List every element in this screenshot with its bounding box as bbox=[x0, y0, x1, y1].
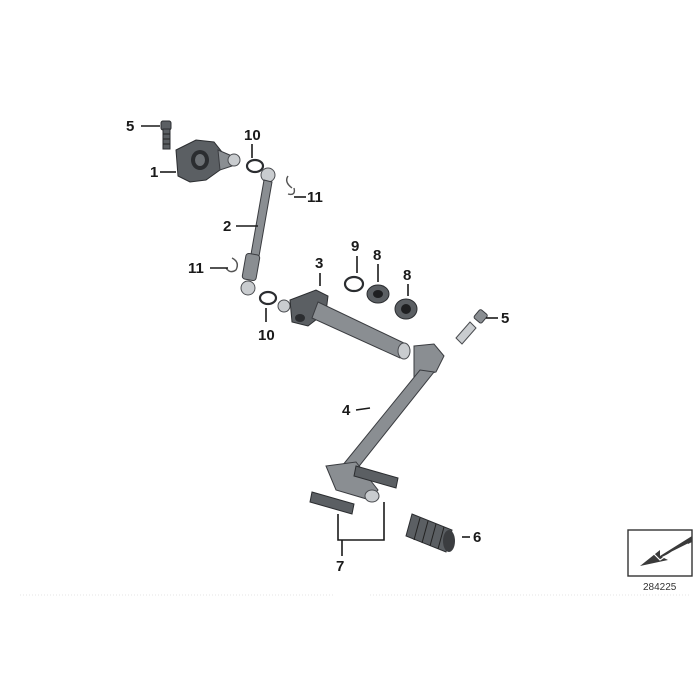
shaft-seal-1[interactable] bbox=[366, 284, 390, 304]
callout-10-bottom: 10 bbox=[258, 327, 275, 344]
callout-8-right: 8 bbox=[403, 267, 411, 284]
spring-clip-top[interactable] bbox=[285, 175, 296, 196]
rubber-strip-upper[interactable] bbox=[353, 465, 399, 489]
o-ring-shaft[interactable] bbox=[343, 275, 365, 293]
leader-4 bbox=[355, 407, 371, 411]
callout-8-left: 8 bbox=[373, 247, 381, 264]
callout-11-bottom: 11 bbox=[188, 260, 204, 277]
o-ring-bottom[interactable] bbox=[258, 290, 278, 306]
callout-9: 9 bbox=[351, 238, 359, 255]
orientation-badge bbox=[627, 529, 693, 577]
shift-rod[interactable] bbox=[240, 167, 276, 296]
rubber-strip-lower[interactable] bbox=[309, 491, 355, 515]
spring-clip-bottom[interactable] bbox=[225, 257, 239, 273]
foot-peg-rubber[interactable] bbox=[405, 513, 455, 553]
callout-10-top: 10 bbox=[244, 127, 261, 144]
bolt-right[interactable] bbox=[455, 309, 488, 345]
callout-1: 1 bbox=[150, 164, 158, 181]
callout-11-top: 11 bbox=[307, 189, 323, 206]
bolt-top-left[interactable] bbox=[160, 120, 172, 150]
callout-4: 4 bbox=[342, 402, 351, 419]
shift-pedal-lever[interactable] bbox=[325, 343, 445, 503]
reference-number: 284225 bbox=[643, 582, 677, 593]
o-ring-top[interactable] bbox=[245, 158, 265, 174]
callout-3: 3 bbox=[315, 255, 323, 272]
shift-lever-bracket[interactable] bbox=[175, 139, 241, 183]
callout-5-right: 5 bbox=[501, 310, 509, 327]
arrow-pointing-bottom-left-icon bbox=[635, 536, 692, 569]
shift-shaft-lever[interactable] bbox=[277, 289, 411, 360]
callout-2: 2 bbox=[223, 218, 231, 235]
callout-7: 7 bbox=[336, 558, 344, 575]
callout-6: 6 bbox=[473, 529, 481, 546]
leader-7 bbox=[337, 502, 385, 541]
callout-5-top: 5 bbox=[126, 118, 134, 135]
shaft-seal-2[interactable] bbox=[394, 298, 418, 320]
